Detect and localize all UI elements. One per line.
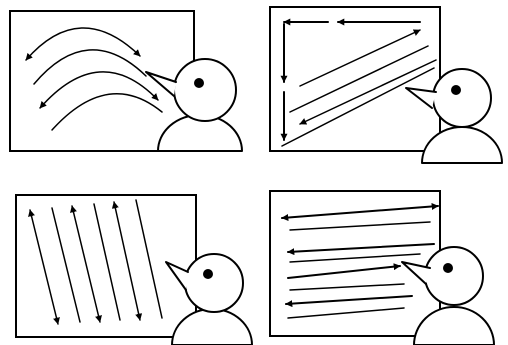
bird-beak [401, 261, 431, 285]
arrow [111, 201, 143, 321]
panel-horizontal [269, 190, 495, 345]
arc-arrow [25, 27, 141, 61]
arc-arrow [39, 71, 159, 109]
vertical-arrows [28, 199, 163, 325]
arrow [299, 59, 437, 125]
arrow [287, 263, 401, 279]
bird-beak [165, 261, 189, 291]
arrow [28, 209, 60, 325]
bird-head [424, 246, 484, 306]
bird-body [413, 306, 495, 345]
bird-head [173, 58, 237, 122]
arrow [289, 283, 405, 291]
arrow [287, 243, 435, 256]
arc-arrows [25, 27, 163, 131]
bird-eye [194, 78, 204, 88]
board [269, 6, 441, 152]
horizontal-arrows [281, 202, 439, 319]
arrow [289, 253, 421, 263]
arrow [299, 29, 421, 87]
arrow [285, 295, 413, 308]
bird-head [432, 68, 492, 128]
bird-head [184, 253, 244, 313]
bird-eye [451, 85, 461, 95]
bird-eye [203, 269, 213, 279]
panel-corner [269, 6, 503, 164]
bird-eye [443, 263, 453, 273]
arc-arrow [51, 92, 163, 131]
arrow [281, 202, 439, 222]
corner-arrows [280, 18, 437, 147]
arrow [287, 307, 405, 319]
bird [401, 246, 495, 345]
panel-vertical [15, 194, 253, 345]
panel-arcs [9, 10, 243, 152]
diagonal [281, 67, 435, 147]
arc-arrow [33, 49, 147, 85]
bird-beak [145, 71, 177, 97]
arrow [289, 45, 429, 113]
bird [165, 253, 253, 345]
arrow [135, 199, 163, 319]
bird [145, 58, 243, 152]
bird [405, 68, 503, 164]
arrow [289, 221, 431, 231]
bird-beak [405, 87, 437, 109]
arrow [70, 205, 102, 323]
